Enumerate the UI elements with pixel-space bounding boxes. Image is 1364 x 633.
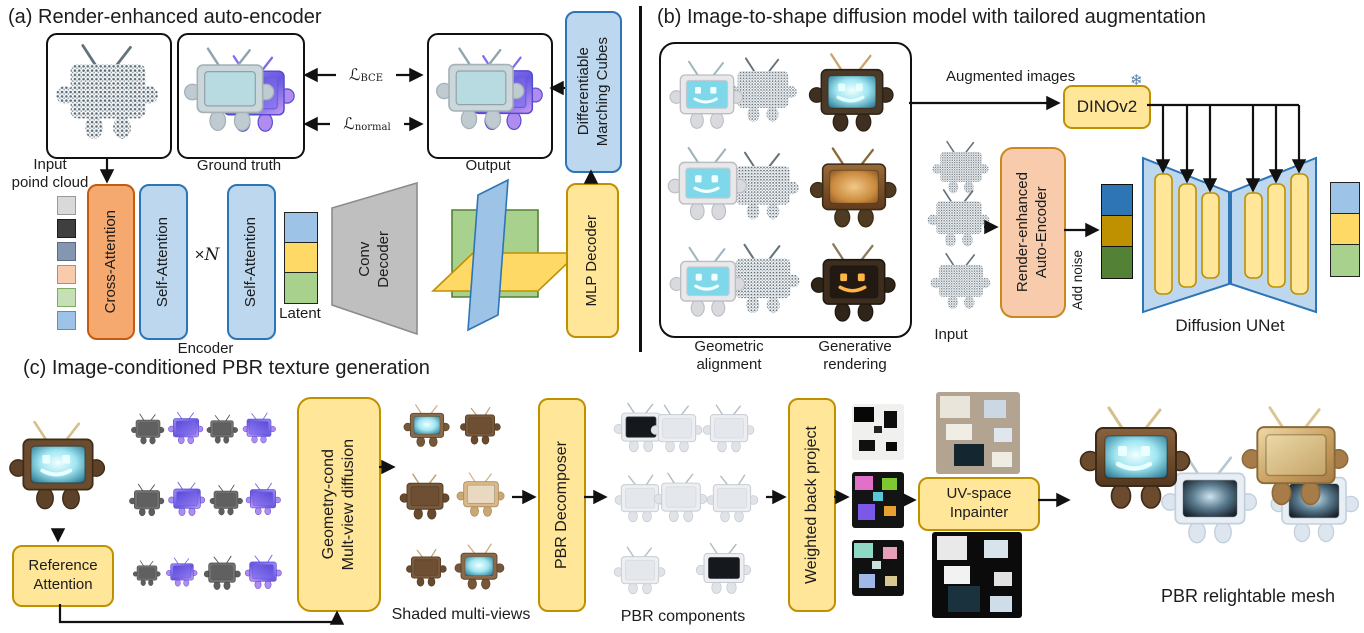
input-point-cloud-robot-3 <box>924 250 998 316</box>
final-mesh-brown-robot <box>1076 396 1196 526</box>
shaded-view <box>398 468 452 528</box>
input-label: Input <box>934 326 968 343</box>
repeat-times-n: ×N <box>194 245 220 265</box>
normal-view <box>165 544 199 602</box>
white-tv-robot <box>663 143 753 229</box>
snowflake-icon: ❄ <box>1130 72 1143 89</box>
input-point-cloud-robot-2 <box>920 186 998 254</box>
ground-truth-label: Ground truth <box>196 157 282 174</box>
noisy-latent-green <box>1101 246 1133 279</box>
normal-view <box>167 400 205 458</box>
mlp-decoder-block: MLP Decoder <box>566 183 619 338</box>
diffusion-unet-label: Diffusion UNet <box>1175 316 1285 335</box>
pbr-component-view <box>688 540 760 600</box>
latent-label: Latent <box>279 305 321 322</box>
latent-square-blue <box>284 212 318 244</box>
ground-truth-image <box>177 33 305 159</box>
depth-view <box>205 402 239 458</box>
white-tv-robot <box>666 57 748 137</box>
triplane-graphic <box>430 178 581 332</box>
normal-view <box>167 470 207 530</box>
shaded-view <box>458 400 502 454</box>
render-robot <box>181 43 279 141</box>
self-attention-block-2: Self-Attention <box>227 184 276 340</box>
wooden-tv-robot <box>804 143 904 237</box>
self-attention-block-1: Self-Attention <box>139 184 188 340</box>
glow-screen-tv-robot <box>802 49 902 141</box>
weighted-back-project-block: Weighted back project <box>788 398 836 612</box>
normal-view <box>244 470 282 530</box>
uv-atlas-albedo <box>936 392 1020 474</box>
output-label: Output <box>465 157 511 174</box>
output-latent-blue <box>1330 182 1360 215</box>
output-latent-yellow <box>1330 213 1360 246</box>
dinov2-block: DINOv2 <box>1063 85 1151 129</box>
shaded-view <box>452 538 506 598</box>
depth-view <box>128 472 166 530</box>
legend-swatch-6 <box>57 311 76 330</box>
pbr-decomposer-block: PBR Decomposer <box>538 398 586 612</box>
final-mesh-gold-robot <box>1238 396 1354 522</box>
panel-c-title: (c) Image-conditioned PBR texture genera… <box>23 357 430 379</box>
pbr-relightable-mesh-label: PBR relightable mesh <box>1160 586 1336 606</box>
uv-normal-map <box>852 540 904 596</box>
input-point-cloud-image <box>46 33 172 159</box>
normal-view <box>241 400 277 458</box>
reference-image-robot <box>6 412 110 524</box>
pbr-component-view <box>702 472 762 528</box>
white-tv-robot <box>665 243 751 325</box>
pbr-component-view <box>648 402 706 458</box>
add-noise-label: Add noise <box>1070 249 1086 311</box>
latent-square-yellow <box>284 242 318 274</box>
render-robot <box>433 43 529 139</box>
pbr-components-label: PBR components <box>620 608 746 625</box>
normal-view <box>243 544 283 602</box>
orange-smiley-tv-robot <box>804 239 904 331</box>
legend-swatch-5 <box>57 288 76 307</box>
depth-view <box>130 402 166 458</box>
latent-square-green <box>284 272 318 304</box>
uv-atlas-inpainted <box>932 532 1022 618</box>
depth-view <box>208 472 244 530</box>
noisy-latent-blue <box>1101 184 1133 217</box>
pbr-component-view <box>700 402 758 458</box>
panel-b-title: (b) Image-to-shape diffusion model with … <box>657 6 1206 28</box>
uv-mask-map <box>852 404 904 460</box>
legend-swatch-1 <box>57 196 76 215</box>
panel-a-title: (a) Render-enhanced auto-encoder <box>8 6 322 28</box>
augmented-images-label: Augmented images <box>946 68 1076 85</box>
legend-swatch-2 <box>57 219 76 238</box>
conv-decoder-shape <box>331 181 418 336</box>
point-cloud-robot <box>52 39 164 151</box>
shaded-view <box>455 466 507 526</box>
panel-divider <box>639 6 642 352</box>
output-image <box>427 33 553 159</box>
pbr-component-view <box>612 544 668 600</box>
encoder-label: Encoder <box>177 340 234 357</box>
shaded-multiviews-label: Shaded multi-views <box>391 606 531 623</box>
legend-swatch-4 <box>57 265 76 284</box>
shaded-view <box>404 540 448 598</box>
diffusion-unet-shape <box>1142 156 1317 314</box>
legend-swatch-3 <box>57 242 76 261</box>
noisy-latent-gold <box>1101 215 1133 248</box>
uv-space-inpainter-block: UV-space Inpainter <box>918 477 1040 531</box>
depth-view <box>202 546 242 602</box>
output-latent-green <box>1330 244 1360 277</box>
cross-attention-block: Cross-Attention <box>87 184 135 340</box>
shaded-view <box>402 398 452 456</box>
reference-attention-block: Reference Attention <box>12 545 114 607</box>
augmentation-examples-box <box>659 42 912 338</box>
depth-view <box>132 546 162 602</box>
uv-color-map <box>852 472 904 528</box>
